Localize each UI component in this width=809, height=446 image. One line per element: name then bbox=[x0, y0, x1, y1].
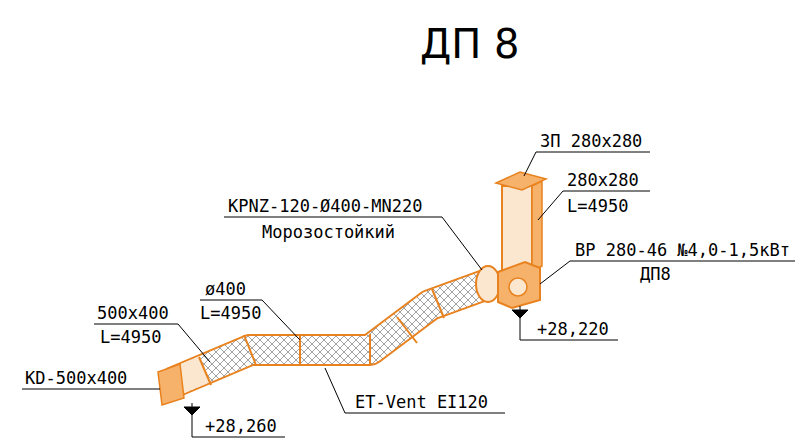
duct-insulation bbox=[172, 285, 485, 383]
duct-label: KD-500x400 bbox=[25, 370, 127, 387]
duct-label: +28,220 bbox=[537, 321, 609, 338]
elevation-marks bbox=[184, 306, 618, 437]
grille-top bbox=[496, 172, 546, 190]
duct-label: ЗП 280x280 bbox=[540, 133, 642, 150]
duct-label: 500x400 bbox=[97, 305, 169, 322]
duct-label: ВР 280-46 №4,0-1,5кВт bbox=[575, 242, 790, 259]
duct-outline bbox=[172, 285, 485, 383]
vertical-duct-side bbox=[532, 181, 542, 272]
duct-label: ДП8 bbox=[640, 266, 671, 283]
duct-label: L=4950 bbox=[567, 198, 628, 215]
duct-joints bbox=[199, 289, 444, 385]
leaders bbox=[22, 152, 795, 413]
duct-label: ø400 bbox=[205, 281, 246, 298]
duct-label: Морозостойкий bbox=[262, 224, 395, 241]
title: ДП 8 bbox=[420, 22, 520, 66]
fire-damper bbox=[476, 266, 500, 302]
duct-label: 280x280 bbox=[567, 172, 639, 189]
duct-label: L=4950 bbox=[200, 305, 261, 322]
duct-label: +28,260 bbox=[205, 418, 277, 435]
vertical-duct bbox=[502, 186, 532, 272]
fan bbox=[498, 262, 540, 308]
duct-label: KPNZ-120-Ø400-MN220 bbox=[228, 198, 422, 215]
fan-wheel bbox=[509, 278, 527, 296]
duct-label: L=4950 bbox=[100, 329, 161, 346]
duct-label: ET-Vent EI120 bbox=[355, 394, 488, 411]
grille-kd bbox=[158, 364, 184, 405]
